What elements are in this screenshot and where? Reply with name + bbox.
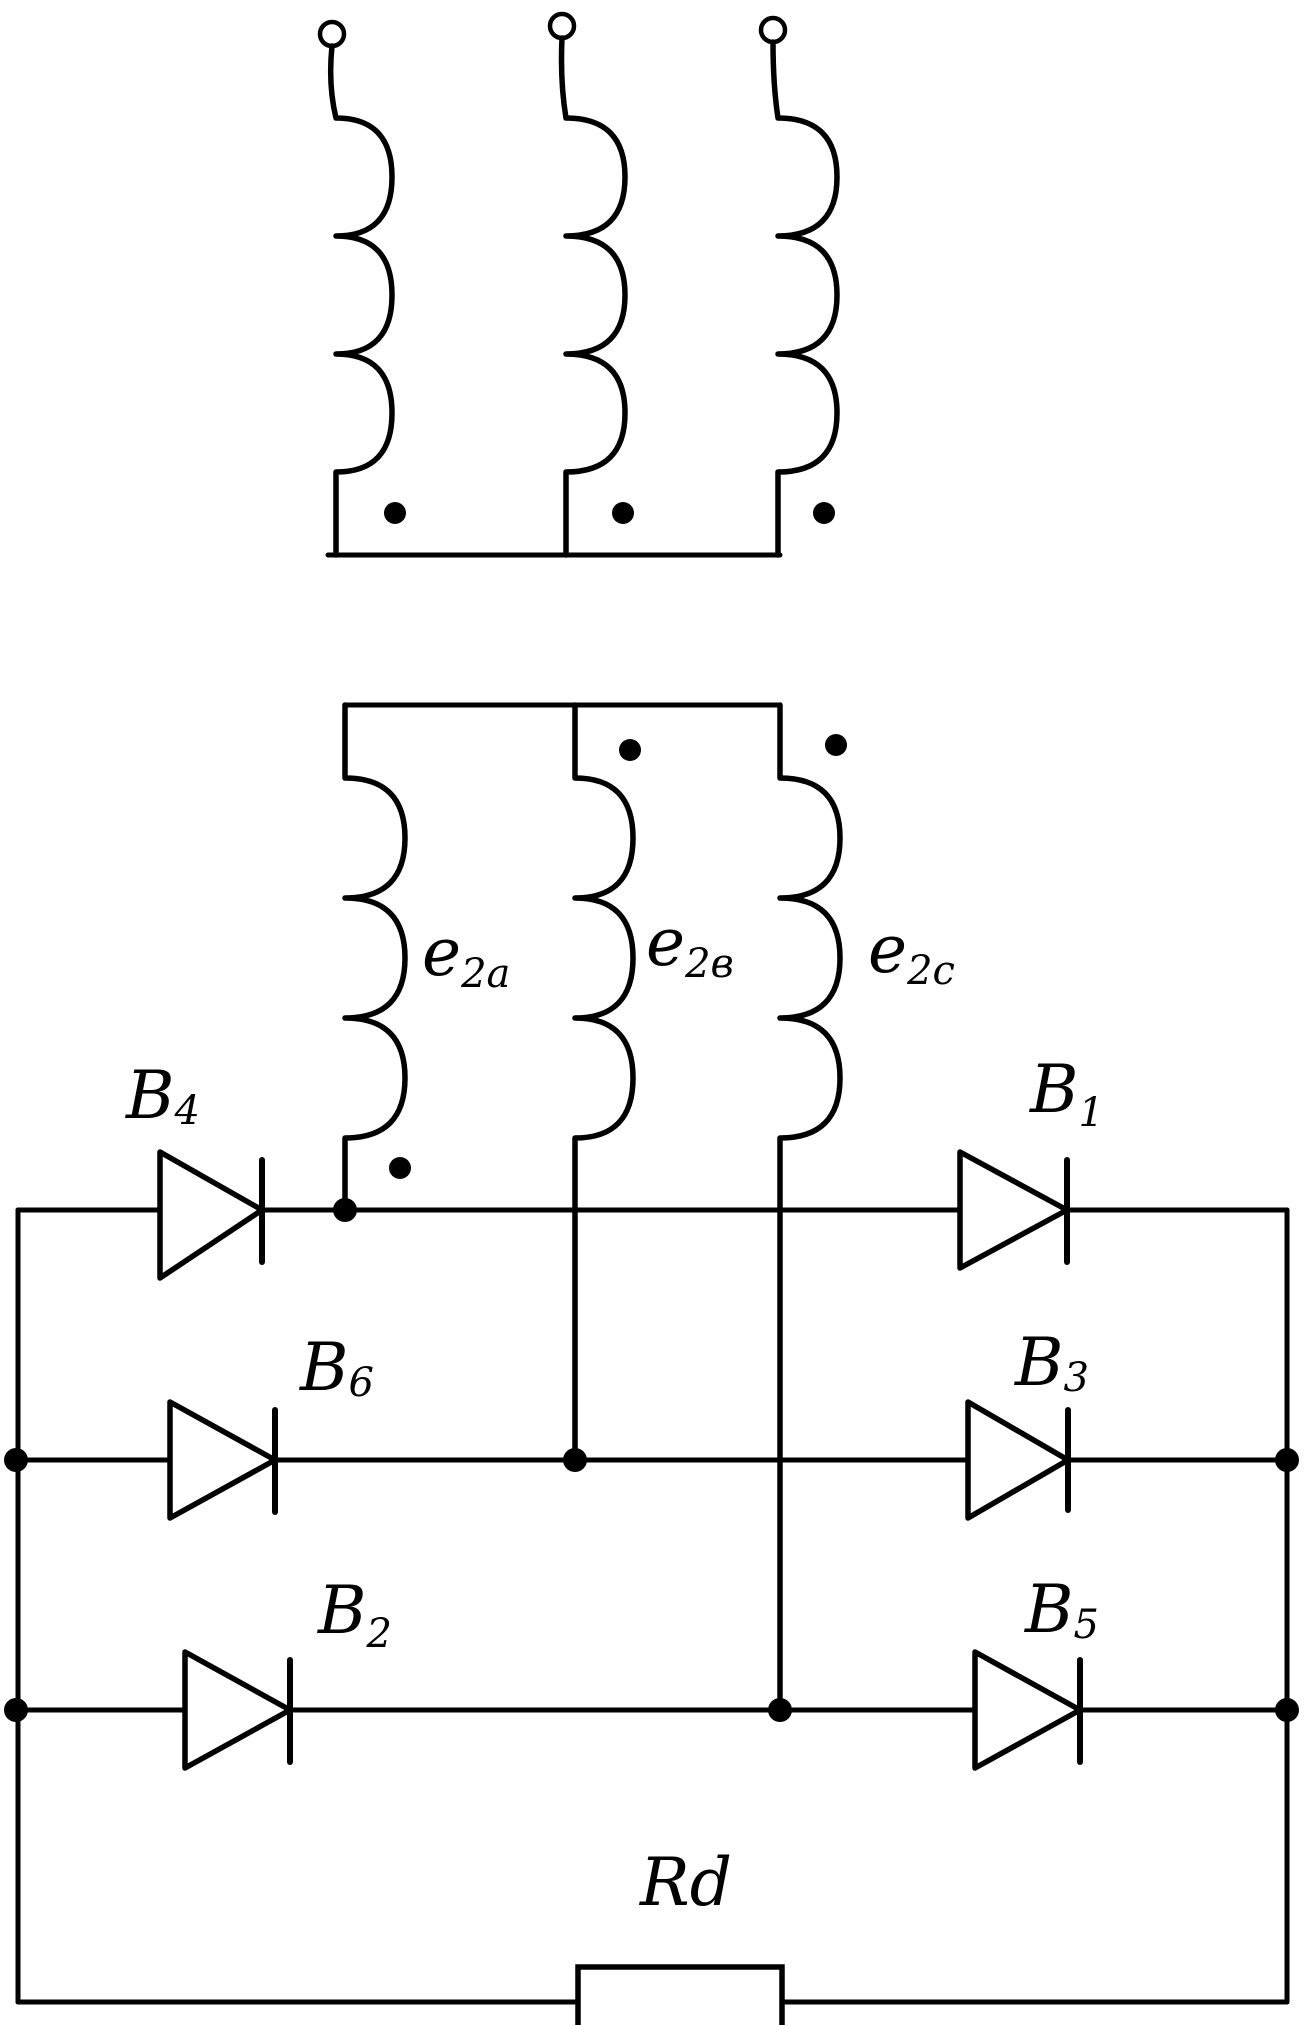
- secondary-coil-c: [777, 702, 843, 1713]
- diode-b5-triangle: [972, 1649, 1083, 1771]
- primary-terminal-a: [317, 19, 347, 49]
- diode-b6-triangle: [167, 1399, 278, 1521]
- secondary-winding-group: e2a e2в e2c: [342, 702, 955, 1713]
- secondary-polarity-dot-c: [825, 734, 847, 756]
- diode-b1: [957, 1149, 1070, 1271]
- label-b5: B5: [1024, 1571, 1099, 1648]
- primary-polarity-dot-c: [813, 502, 835, 524]
- primary-polarity-dot-b: [612, 502, 634, 524]
- diode-b2: [182, 1649, 293, 1771]
- label-e2b: e2в: [646, 904, 734, 987]
- load-resistor: Rd: [575, 1844, 785, 2025]
- diode-b5: [972, 1649, 1083, 1771]
- label-b1: B1: [1029, 1051, 1104, 1136]
- junction-left-row2: [4, 1448, 28, 1472]
- label-b6: B6: [299, 1329, 374, 1406]
- diode-b4-triangle: [157, 1149, 265, 1281]
- label-b4: B4: [125, 1057, 200, 1134]
- diode-b1-triangle: [957, 1149, 1070, 1271]
- label-b3: B3: [1014, 1324, 1089, 1401]
- primary-terminal-c: [758, 15, 788, 45]
- junction-right-row2: [1275, 1448, 1299, 1472]
- label-e2c: e2c: [868, 911, 955, 994]
- label-b2: B2: [317, 1572, 392, 1657]
- primary-coil-c: [770, 39, 840, 558]
- secondary-coil-b: [572, 702, 636, 1463]
- resistor-body: [575, 1964, 785, 2025]
- primary-polarity-dot-a: [384, 502, 406, 524]
- secondary-polarity-dot-a: [389, 1157, 411, 1179]
- junction-left-row3: [4, 1698, 28, 1722]
- label-e2a: e2a: [422, 914, 510, 997]
- diode-b2-triangle: [182, 1649, 293, 1771]
- primary-winding-group: [317, 11, 840, 558]
- diode-b3: [965, 1399, 1071, 1521]
- primary-terminal-b: [547, 11, 577, 41]
- bridge-wiring: [4, 1198, 1299, 2005]
- secondary-polarity-dot-b: [619, 739, 641, 761]
- junction-phase-b: [563, 1448, 587, 1472]
- diode-b3-triangle: [965, 1399, 1071, 1521]
- diode-b4: [157, 1149, 265, 1281]
- junction-right-row3: [1275, 1698, 1299, 1722]
- primary-coil-a: [327, 43, 395, 558]
- junction-phase-c: [768, 1698, 792, 1722]
- primary-coil-b: [558, 35, 628, 558]
- secondary-coil-a: [342, 702, 408, 1213]
- junction-phase-a: [333, 1198, 357, 1222]
- label-rd: Rd: [639, 1844, 732, 1921]
- diode-b6: [167, 1399, 278, 1521]
